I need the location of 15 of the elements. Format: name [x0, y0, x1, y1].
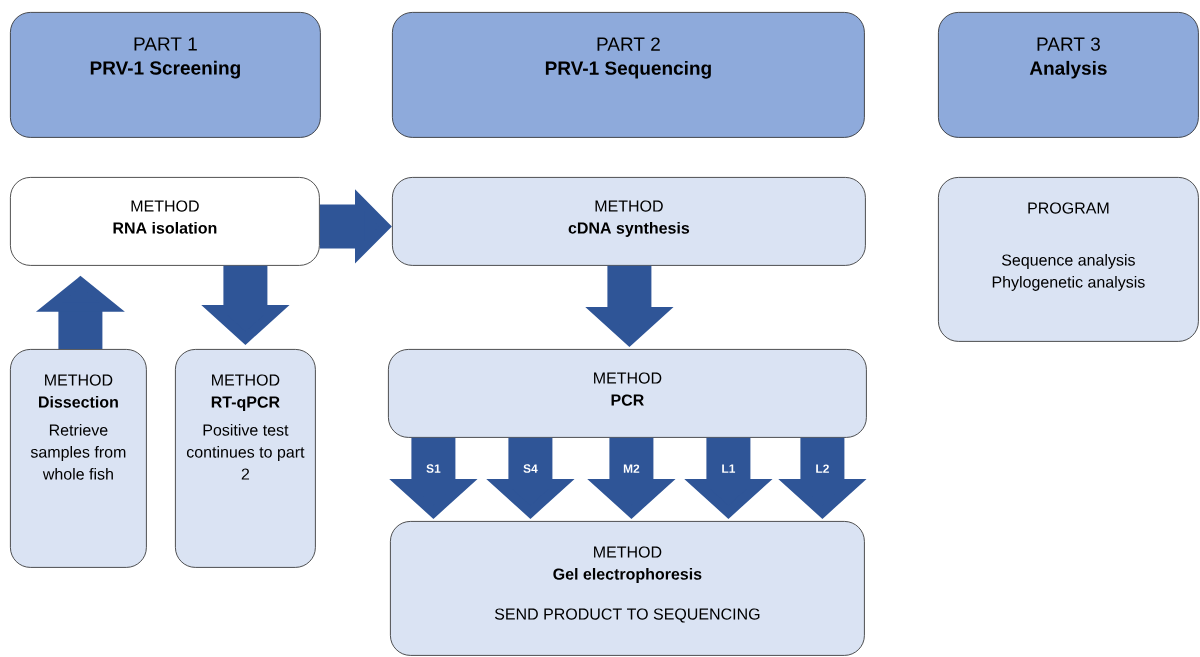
edge-label: S1 — [426, 464, 441, 473]
edge-label: M2 — [623, 464, 640, 473]
edge-label: L1 — [722, 464, 736, 473]
method-box: METHOD RNA isolation — [10, 177, 320, 266]
header-box: PART 3 Analysis — [938, 12, 1199, 138]
method-box: METHOD RT-qPCR Positive test continues to part 2 — [175, 349, 316, 568]
edge-label: S4 — [523, 464, 538, 473]
method-box: METHOD Dissection Retrieve samples from whole fish — [10, 349, 147, 568]
method-box: METHOD PCR — [388, 349, 867, 438]
edge-label: L2 — [816, 464, 829, 473]
method-box: PROGRAM Sequence analysis Phylogenetic analysis — [938, 177, 1199, 342]
header-box: PART 1 PRV-1 Screening — [10, 12, 321, 138]
header-box: PART 2 PRV-1 Sequencing — [392, 12, 865, 138]
method-box: METHOD Gel electrophoresis SEND PRODUCT TO SEQUENCING — [390, 521, 865, 656]
method-box: METHOD cDNA synthesis — [392, 177, 866, 266]
